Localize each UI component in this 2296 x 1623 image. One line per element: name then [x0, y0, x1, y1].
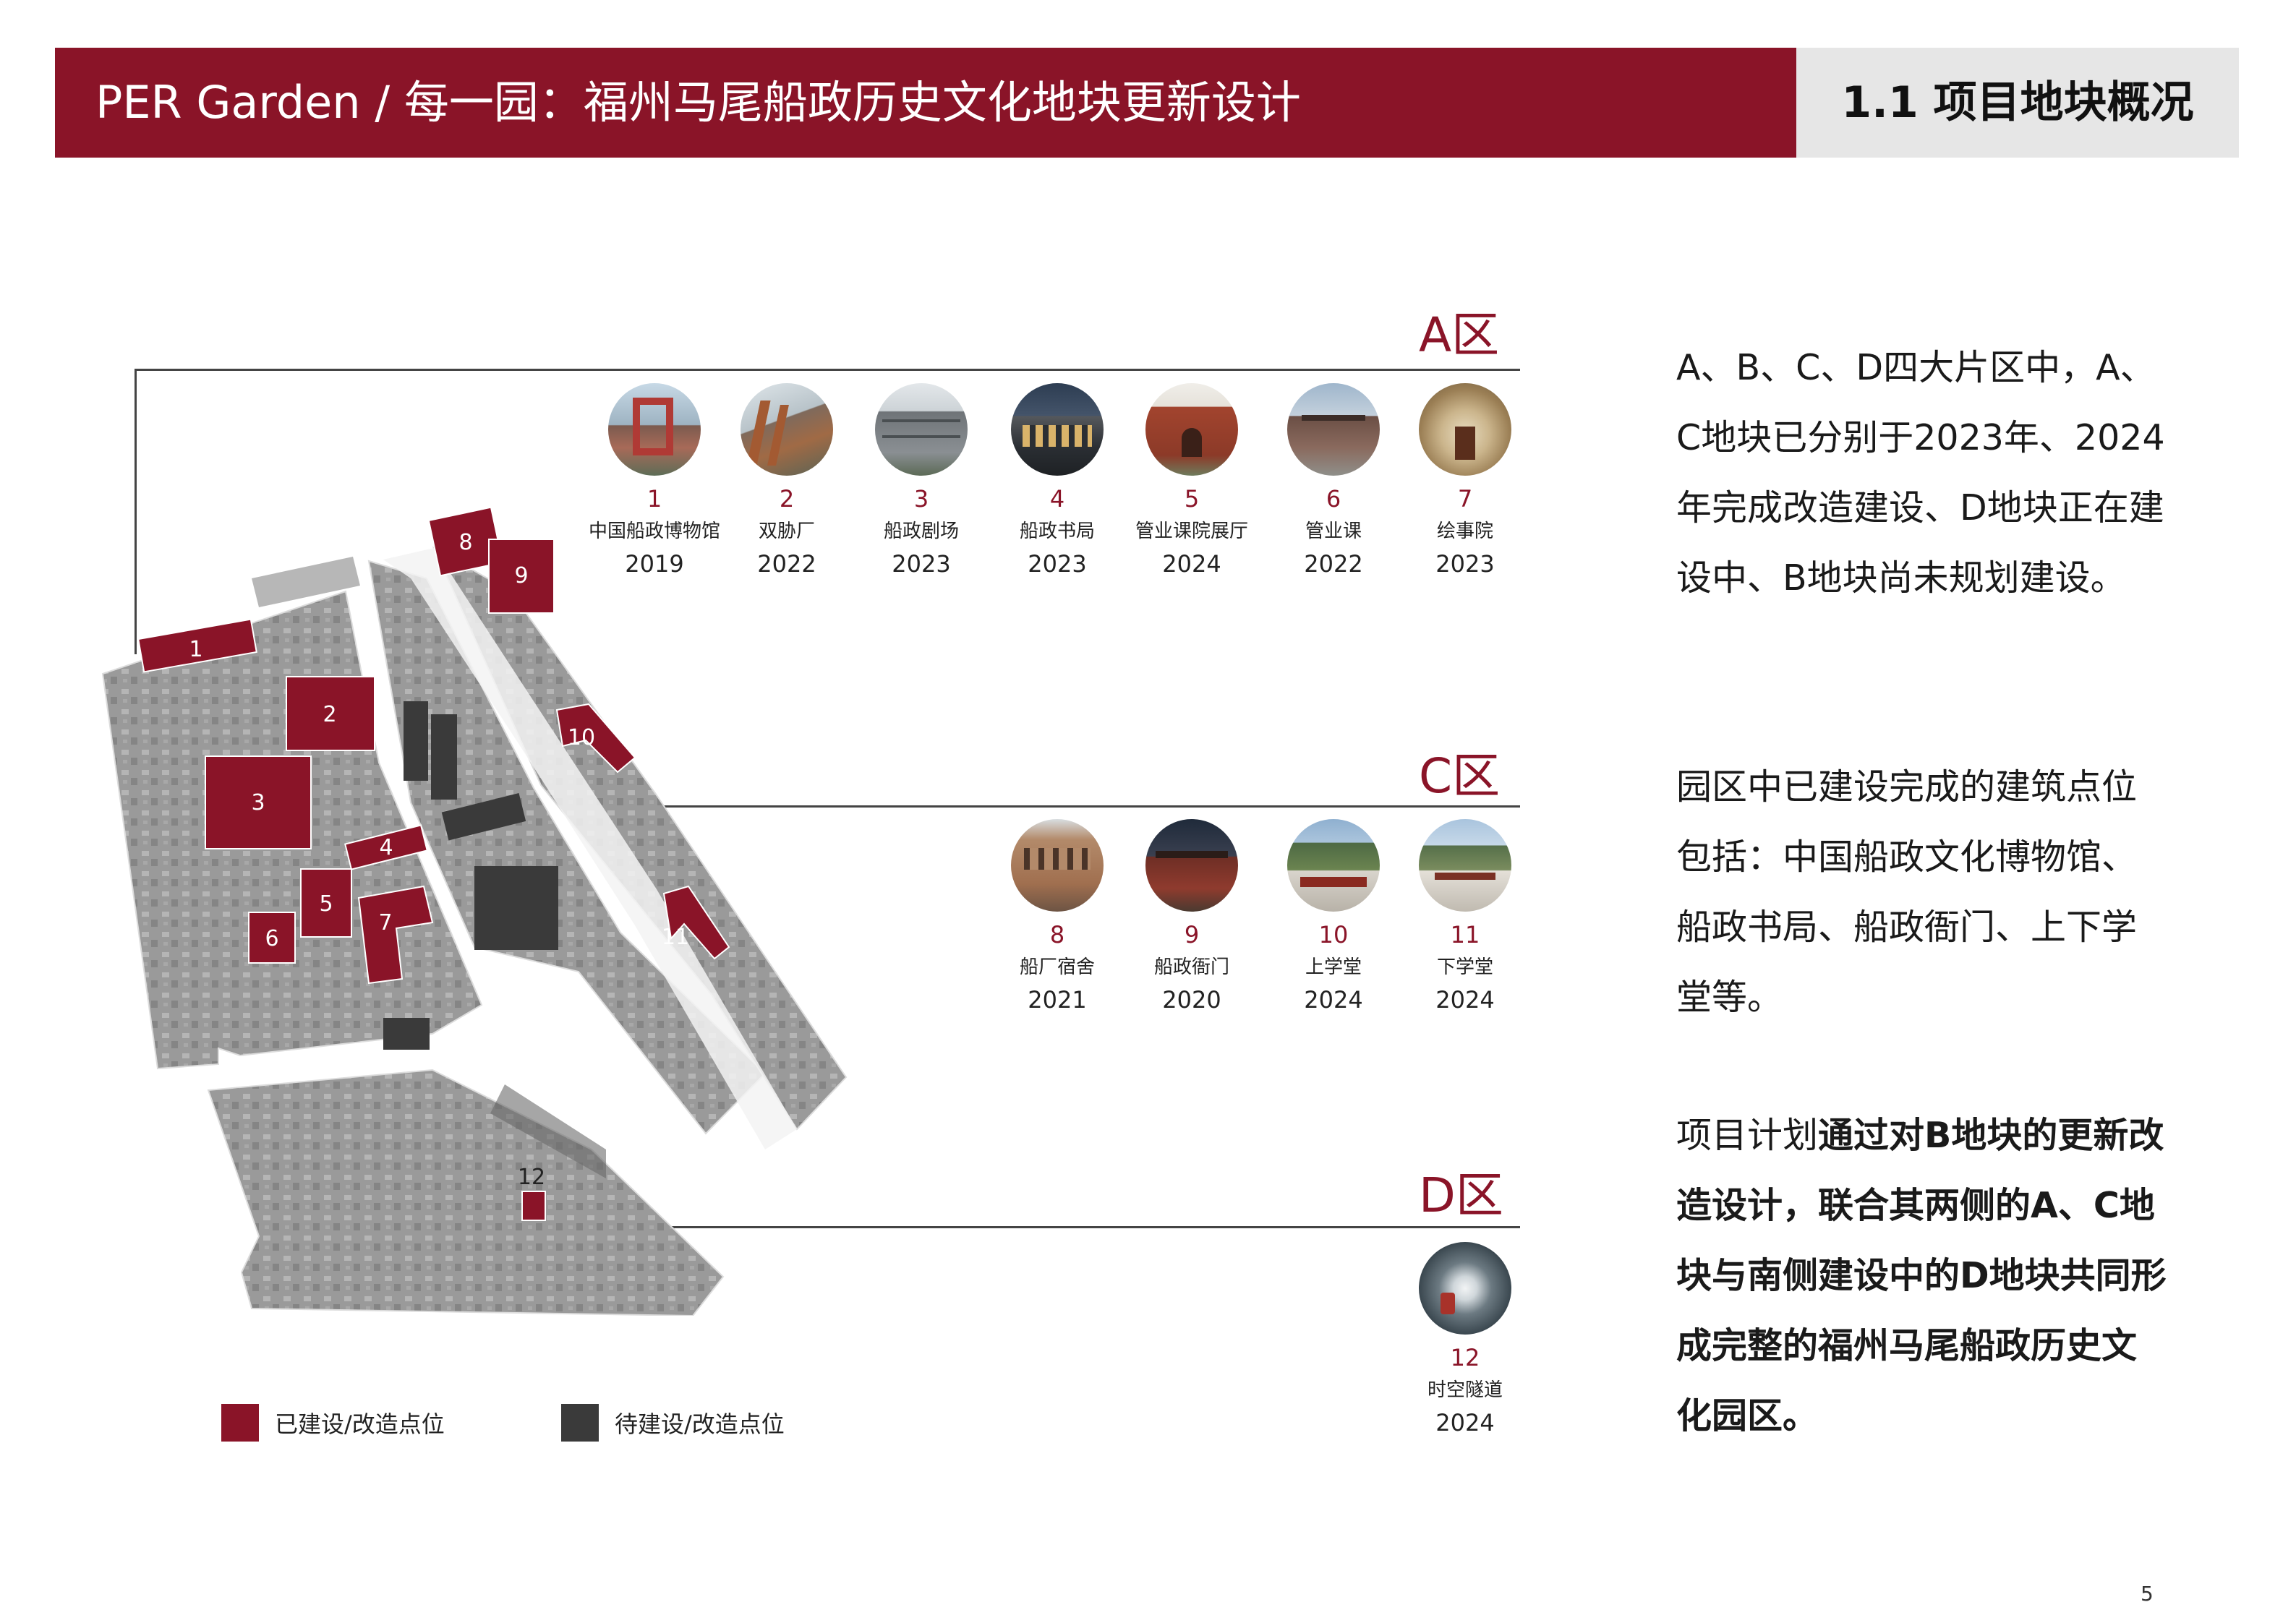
- zone-c-line: [623, 805, 1520, 808]
- site-year: 2023: [892, 550, 951, 578]
- site-6[interactable]: 6 管业课 2022: [1254, 383, 1413, 580]
- map-label-12: 12: [518, 1165, 545, 1190]
- site-name: 管业课: [1305, 521, 1362, 542]
- site-number: 3: [913, 485, 929, 513]
- site-number: 5: [1184, 485, 1200, 513]
- description-paragraph-3-normal: 项目计划: [1676, 1115, 1819, 1156]
- header-section-bar: 1.1 项目地块概况: [1796, 48, 2239, 158]
- legend-built-swatch: [221, 1404, 259, 1442]
- site-number: 10: [1318, 921, 1349, 948]
- description-paragraph-1: A、B、C、D四大片区中，A、C地块已分别于2023年、2024年完成改造建设、…: [1676, 347, 2165, 599]
- site-name: 下学堂: [1436, 956, 1493, 978]
- map-label-3: 3: [251, 790, 265, 815]
- site-year: 2023: [1028, 550, 1087, 578]
- zone-a-drop-line: [135, 369, 137, 654]
- site-name: 双胁厂: [758, 521, 815, 542]
- pending-buildings: [383, 701, 558, 1050]
- site-photo: [1419, 383, 1511, 476]
- legend-pending-swatch: [561, 1404, 599, 1442]
- site-number: 11: [1450, 921, 1480, 948]
- site-name: 船政剧场: [883, 521, 959, 542]
- site-1[interactable]: 1 中国船政博物馆 2019: [575, 383, 734, 580]
- site-year: 2023: [1435, 550, 1495, 578]
- site-name: 船政衙门: [1153, 956, 1229, 978]
- map-label-10: 10: [568, 725, 595, 750]
- legend-pending: 待建设/改造点位: [561, 1404, 785, 1442]
- map-label-8: 8: [458, 530, 472, 555]
- map-label-9: 9: [514, 563, 528, 588]
- site-name: 时空隧道: [1427, 1379, 1503, 1401]
- site-name: 中国船政博物馆: [588, 521, 720, 542]
- site-10[interactable]: 10 上学堂 2024: [1254, 819, 1413, 1016]
- site-3[interactable]: 3 船政剧场 2023: [842, 383, 1001, 580]
- site-number: 9: [1184, 921, 1200, 948]
- map-label-11: 11: [662, 925, 689, 950]
- site-year: 2024: [1162, 550, 1221, 578]
- site-9[interactable]: 9 船政衙门 2020: [1112, 819, 1271, 1016]
- site-year: 2022: [757, 550, 816, 578]
- site-number: 6: [1326, 485, 1341, 513]
- site-year: 2024: [1304, 986, 1363, 1014]
- site-number: 2: [779, 485, 795, 513]
- site-photo: [875, 383, 968, 476]
- built-buildings: [137, 506, 730, 1221]
- site-name: 船厂宿舍: [1019, 956, 1095, 978]
- site-year: 2024: [1435, 1409, 1495, 1436]
- site-map: 1 2 3 4 5 6 7 8 9 10 11 12: [101, 506, 848, 1316]
- legend-pending-label: 待建设/改造点位: [615, 1410, 785, 1438]
- site-number: 1: [646, 485, 662, 513]
- site-8[interactable]: 8 船厂宿舍 2021: [978, 819, 1137, 1016]
- site-photo: [1419, 819, 1511, 912]
- site-2[interactable]: 2 双胁厂 2022: [707, 383, 866, 580]
- map-label-1: 1: [189, 637, 202, 662]
- description-paragraph-3: 项目计划通过对B地块的更新改造设计，联合其两侧的A、C地块与南侧建设中的D地块共…: [1676, 1100, 2168, 1451]
- site-photo: [1287, 819, 1380, 912]
- legend-built: 已建设/改造点位: [221, 1404, 445, 1442]
- site-5[interactable]: 5 管业课院展厅 2024: [1112, 383, 1271, 580]
- map-label-7: 7: [378, 910, 392, 935]
- site-4[interactable]: 4 船政书局 2023: [978, 383, 1137, 580]
- site-7[interactable]: 7 绘事院 2023: [1386, 383, 1545, 580]
- description-paragraph-3-bold: 通过对B地块的更新改造设计，联合其两侧的A、C地块与南侧建设中的D地块共同形成完…: [1676, 1115, 2167, 1436]
- legend-built-label: 已建设/改造点位: [275, 1410, 445, 1438]
- map-label-5: 5: [319, 891, 333, 917]
- site-photo: [741, 383, 833, 476]
- document-title: PER Garden / 每一园：福州马尾船政历史文化地块更新设计: [95, 76, 1301, 129]
- zone-c-label: C区: [1419, 748, 1501, 804]
- site-year: 2019: [625, 550, 684, 578]
- map-label-4: 4: [379, 835, 393, 860]
- site-number: 4: [1049, 485, 1065, 513]
- site-photo: [1145, 383, 1238, 476]
- site-12[interactable]: 12 时空隧道 2024: [1386, 1242, 1545, 1439]
- site-photo: [608, 383, 701, 476]
- site-year: 2020: [1162, 986, 1221, 1014]
- zone-a-line: [135, 369, 1520, 371]
- zone-a-label: A区: [1419, 307, 1500, 363]
- zone-d-line: [544, 1226, 1520, 1228]
- description-paragraph-2: 园区中已建设完成的建筑点位包括：中国船政文化博物馆、船政书局、船政衙门、上下学堂…: [1676, 766, 2138, 1018]
- site-name: 船政书局: [1019, 521, 1095, 542]
- zone-d-label: D区: [1419, 1168, 1503, 1223]
- site-year: 2024: [1435, 986, 1495, 1014]
- map-label-6: 6: [265, 926, 278, 951]
- section-title: 1.1 项目地块概况: [1841, 77, 2194, 128]
- site-name: 绘事院: [1436, 521, 1493, 542]
- site-name: 管业课院展厅: [1135, 521, 1248, 542]
- site-photo: [1287, 383, 1380, 476]
- map-label-2: 2: [323, 702, 336, 727]
- site-year: 2022: [1304, 550, 1363, 578]
- site-number: 12: [1450, 1344, 1480, 1371]
- site-photo: [1419, 1242, 1511, 1335]
- header-title-bar: PER Garden / 每一园：福州马尾船政历史文化地块更新设计: [55, 48, 1796, 158]
- site-year: 2021: [1028, 986, 1087, 1014]
- site-photo: [1011, 383, 1104, 476]
- page-number: 5: [2141, 1582, 2154, 1606]
- site-photo: [1011, 819, 1104, 912]
- site-photo: [1145, 819, 1238, 912]
- site-11[interactable]: 11 下学堂 2024: [1386, 819, 1545, 1016]
- site-number: 8: [1049, 921, 1065, 948]
- site-name: 上学堂: [1305, 956, 1362, 978]
- site-number: 7: [1457, 485, 1473, 513]
